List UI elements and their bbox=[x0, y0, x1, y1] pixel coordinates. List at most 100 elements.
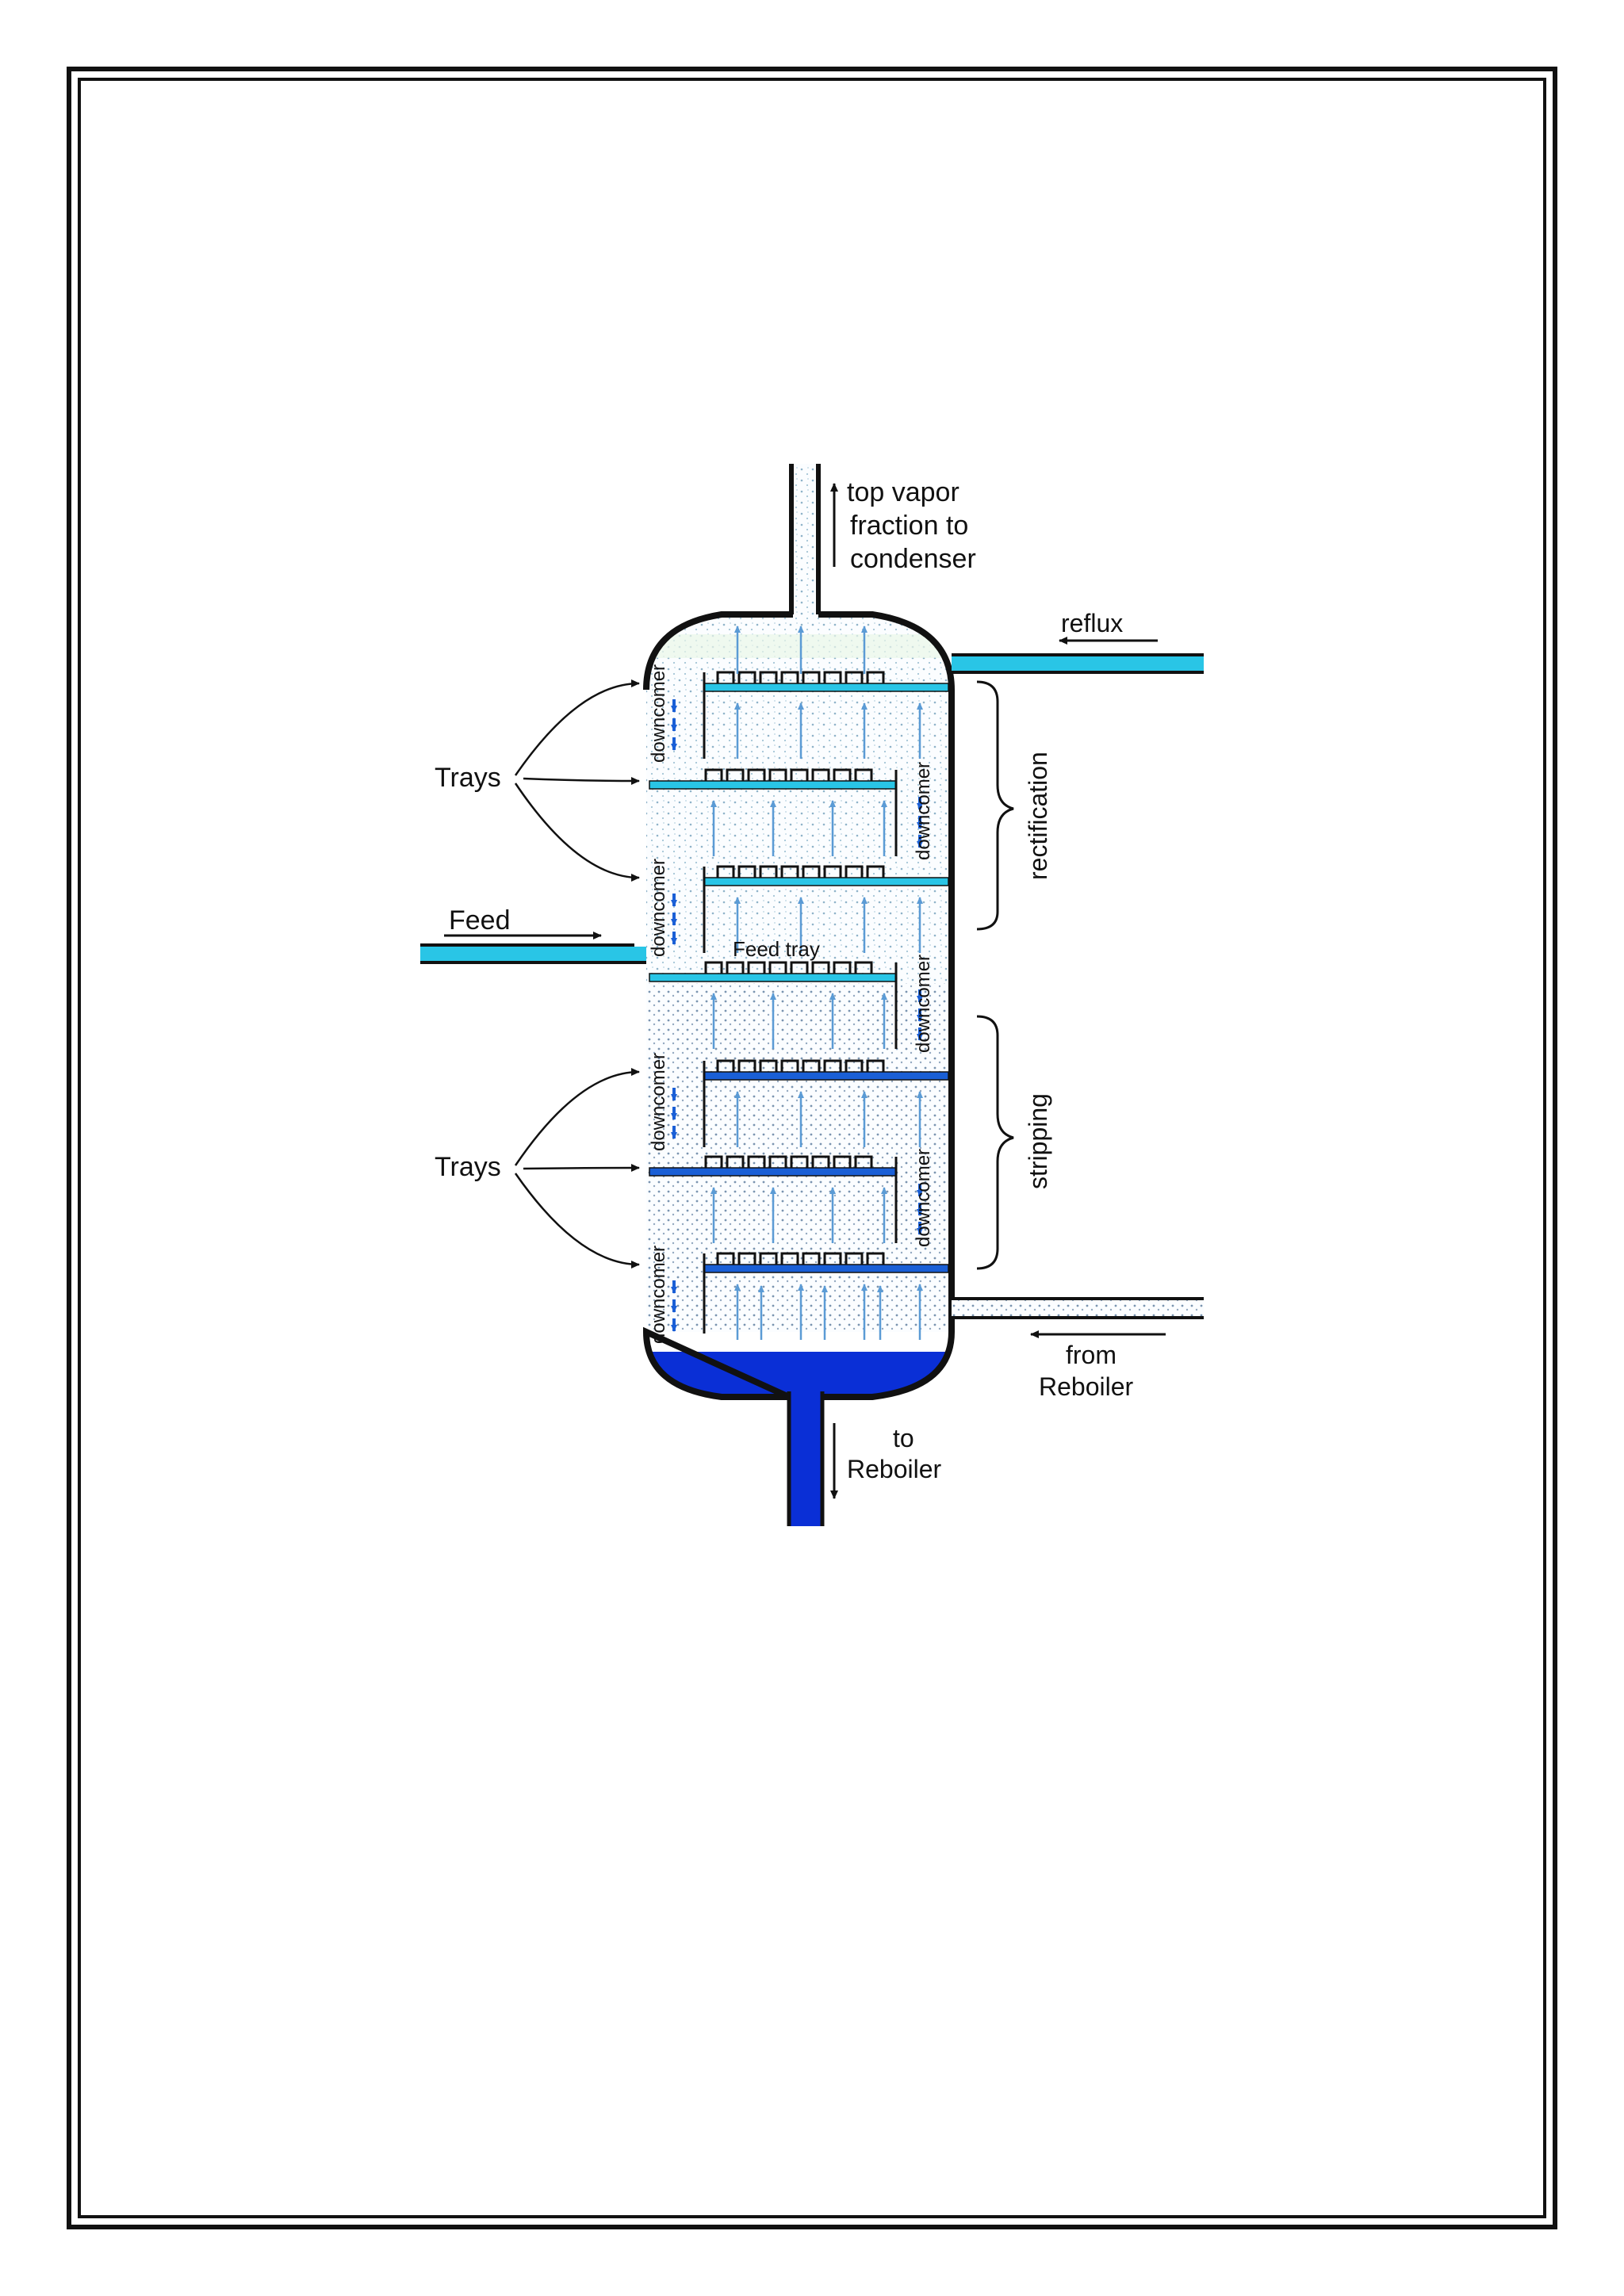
downcomer-label: downcomer bbox=[648, 859, 669, 957]
bubble-cap bbox=[811, 1155, 830, 1168]
bubble-cap bbox=[716, 671, 735, 683]
feed-tray-label: Feed tray bbox=[733, 937, 820, 961]
tray bbox=[671, 1059, 949, 1147]
bubble-cap bbox=[704, 1155, 723, 1168]
bubble-cap bbox=[780, 1252, 799, 1265]
trays-label-upper: Trays bbox=[435, 763, 501, 793]
downcomer-label: downcomer bbox=[913, 762, 934, 860]
bubble-cap bbox=[854, 961, 873, 974]
bubble-cap bbox=[747, 1155, 766, 1168]
tray-pointer-arrow bbox=[514, 1173, 640, 1269]
trays-label-lower: Trays bbox=[435, 1152, 501, 1182]
tray-pointer-arrow bbox=[514, 679, 640, 776]
bubble-cap bbox=[802, 1059, 821, 1072]
bubble-cap bbox=[759, 1252, 778, 1265]
tray bbox=[649, 961, 923, 1049]
bubble-cap bbox=[780, 671, 799, 683]
bubble-cap bbox=[780, 1059, 799, 1072]
bubble-cap bbox=[802, 1252, 821, 1265]
bubble-cap bbox=[737, 671, 756, 683]
bubble-cap bbox=[833, 768, 852, 781]
downcomer-label: downcomer bbox=[913, 1149, 934, 1247]
downcomer-label: downcomer bbox=[913, 955, 934, 1053]
page-border-inner bbox=[78, 78, 1546, 2218]
bubble-cap bbox=[790, 961, 809, 974]
bubble-cap bbox=[726, 768, 745, 781]
from-reboiler-label-line-1: from bbox=[1066, 1341, 1116, 1369]
page-border-outer bbox=[67, 67, 1557, 2229]
tray-pointer-arrow bbox=[514, 783, 640, 882]
bubble-cap bbox=[854, 1155, 873, 1168]
bubble-cap bbox=[704, 768, 723, 781]
bubble-cap bbox=[845, 1252, 864, 1265]
bubble-cap bbox=[747, 961, 766, 974]
top-vapor-pipe bbox=[789, 464, 821, 622]
bubble-cap bbox=[823, 1252, 842, 1265]
reflux-pipe bbox=[952, 653, 1204, 674]
bubble-cap bbox=[823, 1059, 842, 1072]
bubble-cap bbox=[802, 671, 821, 683]
from-reboiler-label-line-2: Reboiler bbox=[1039, 1372, 1134, 1401]
bubble-cap bbox=[747, 768, 766, 781]
bubble-cap bbox=[737, 1059, 756, 1072]
tray bbox=[671, 671, 949, 759]
column-shell bbox=[642, 611, 955, 1400]
tray bbox=[671, 1252, 949, 1334]
tray-plate bbox=[703, 1071, 949, 1081]
bubble-cap bbox=[866, 671, 885, 683]
reflux-label: reflux bbox=[1061, 609, 1123, 637]
bubble-cap bbox=[811, 961, 830, 974]
bubble-cap bbox=[768, 1155, 787, 1168]
bubble-cap bbox=[845, 1059, 864, 1072]
tray bbox=[649, 1155, 923, 1243]
bubble-cap bbox=[768, 768, 787, 781]
bubble-cap bbox=[737, 1252, 756, 1265]
stripping-brace bbox=[976, 1015, 1014, 1270]
bubble-cap bbox=[845, 865, 864, 878]
bubble-cap bbox=[866, 1252, 885, 1265]
bubble-cap bbox=[768, 961, 787, 974]
bubble-cap bbox=[833, 961, 852, 974]
bubble-cap bbox=[726, 961, 745, 974]
bubble-cap bbox=[845, 671, 864, 683]
bubble-cap bbox=[790, 768, 809, 781]
bubble-cap bbox=[780, 865, 799, 878]
to-reboiler-label-line-1: to bbox=[893, 1424, 914, 1452]
rectification-brace bbox=[976, 680, 1014, 931]
top-vapor-label-line-1: top vapor bbox=[847, 477, 959, 507]
bubble-cap bbox=[866, 865, 885, 878]
tray bbox=[671, 865, 949, 953]
bubble-cap bbox=[811, 768, 830, 781]
vapor-flow-arrows bbox=[710, 626, 923, 1340]
to-reboiler-pipe bbox=[787, 1391, 825, 1526]
downcomer-label: downcomer bbox=[648, 1053, 669, 1151]
bubble-cap bbox=[823, 865, 842, 878]
bubble-cap bbox=[866, 1059, 885, 1072]
bubble-cap bbox=[737, 865, 756, 878]
tray-plate bbox=[703, 877, 949, 886]
bubble-cap bbox=[854, 768, 873, 781]
tray-pointer-arrow bbox=[523, 1164, 640, 1173]
tray-plate bbox=[649, 973, 897, 982]
tray-plate bbox=[703, 1264, 949, 1273]
tray-pointer-arrow bbox=[514, 1068, 640, 1166]
bubble-cap bbox=[759, 865, 778, 878]
bubble-cap bbox=[833, 1155, 852, 1168]
tray-plate bbox=[649, 1167, 897, 1177]
feed-pipe bbox=[420, 943, 646, 964]
to-reboiler-label-line-2: Reboiler bbox=[847, 1455, 942, 1483]
tray-plate bbox=[649, 780, 897, 790]
bubble-cap bbox=[823, 671, 842, 683]
bubble-cap bbox=[790, 1155, 809, 1168]
bubble-cap bbox=[716, 865, 735, 878]
tray-stack bbox=[649, 671, 949, 1334]
stripping-label: stripping bbox=[1024, 1093, 1052, 1189]
bubble-cap bbox=[802, 865, 821, 878]
downcomer-label: downcomer bbox=[648, 1246, 669, 1344]
top-vapor-label-line-2: fraction to bbox=[850, 511, 968, 541]
bubble-cap bbox=[759, 1059, 778, 1072]
top-vapor-label-line-3: condenser bbox=[850, 544, 976, 574]
tray-plate bbox=[703, 683, 949, 692]
bubble-cap bbox=[704, 961, 723, 974]
